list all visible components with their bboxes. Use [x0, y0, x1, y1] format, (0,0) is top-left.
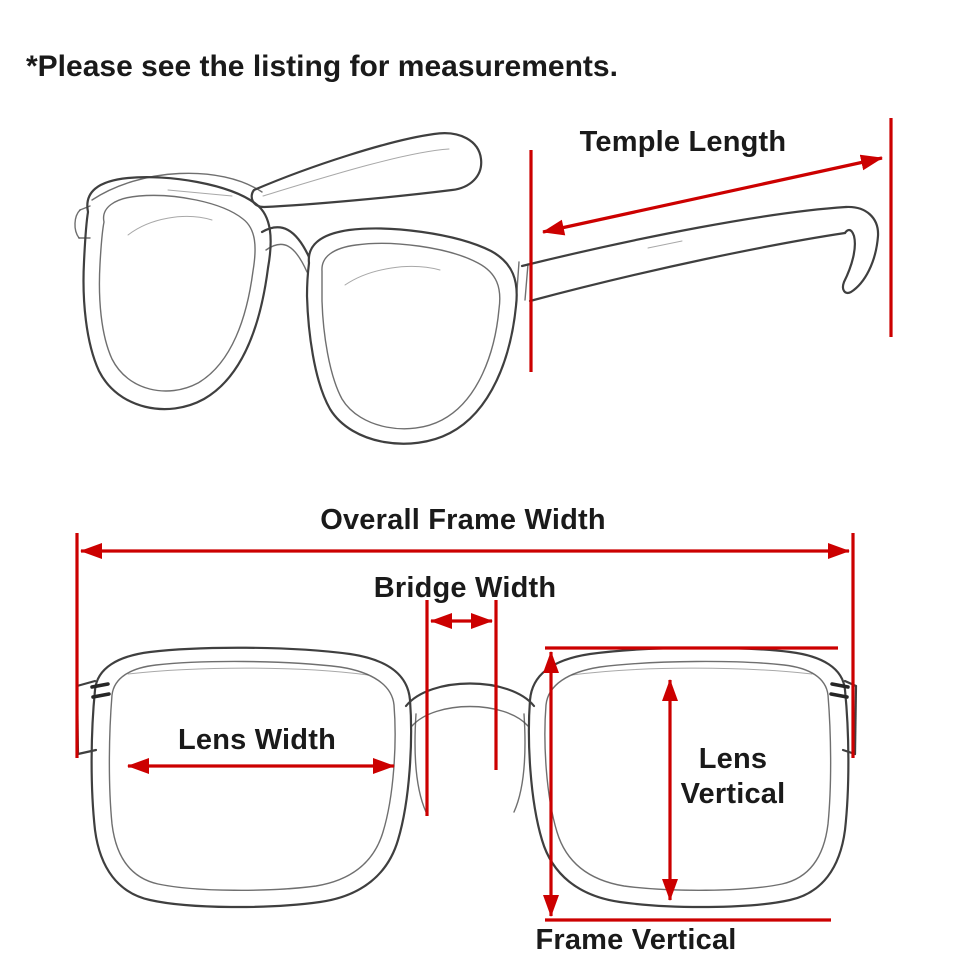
top-right-temple — [515, 205, 880, 305]
top-brow-bar — [91, 172, 263, 201]
glasses-front-sketch — [75, 646, 858, 909]
front-left-lens — [90, 646, 413, 909]
top-left-lens — [82, 176, 272, 411]
front-left-rivets — [90, 682, 111, 699]
temple-length-arrow — [542, 154, 883, 236]
top-left-temple-folded — [250, 132, 483, 209]
front-bridge — [404, 682, 536, 813]
lens-width-label: Lens Width — [177, 724, 337, 756]
bridge-width-label: Bridge Width — [373, 572, 557, 604]
glasses-top-sketch — [74, 132, 880, 445]
top-right-lens — [305, 227, 518, 445]
measurement-note: *Please see the listing for measurements… — [26, 50, 618, 83]
frame-vertical-label: Frame Vertical — [535, 924, 737, 956]
top-bridge — [260, 226, 311, 273]
front-right-rivets — [829, 682, 850, 699]
temple-length-label: Temple Length — [579, 126, 787, 158]
measurement-annotations — [75, 118, 893, 922]
overall-frame-width-label: Overall Frame Width — [320, 504, 606, 536]
lens-vertical-label: Lens Vertical — [680, 743, 786, 811]
top-left-hinge — [74, 205, 91, 239]
